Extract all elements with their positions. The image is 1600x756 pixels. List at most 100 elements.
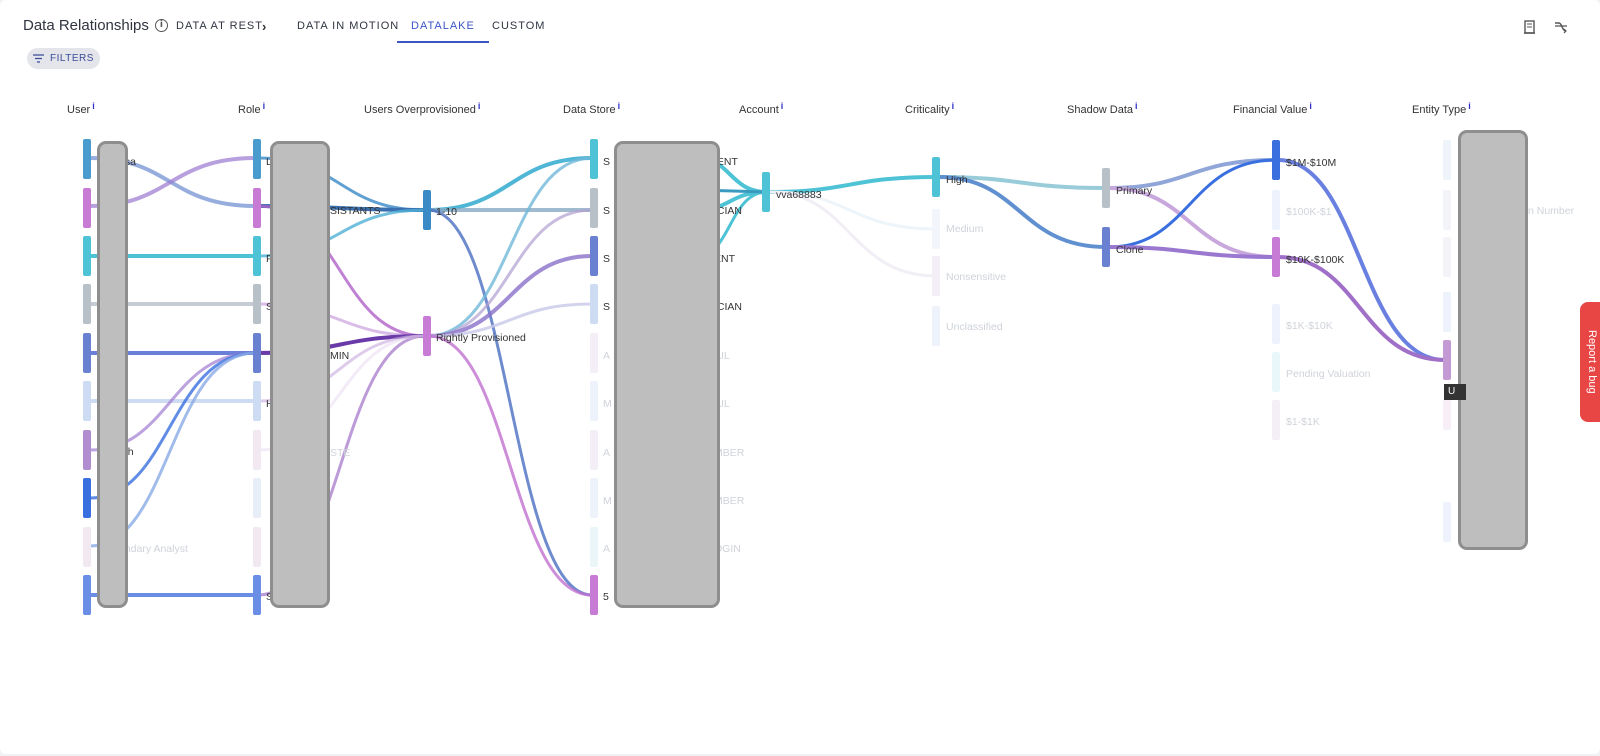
info-icon[interactable]: i: [154, 19, 168, 32]
entity-node[interactable]: [1443, 400, 1451, 430]
role-node[interactable]: [253, 284, 261, 324]
entity-node[interactable]: [1443, 502, 1451, 542]
flow-link[interactable]: [1277, 255, 1446, 362]
flow-link[interactable]: [427, 208, 593, 338]
datastore-node[interactable]: [590, 478, 598, 518]
criticality-node[interactable]: [932, 209, 940, 249]
datastore-node[interactable]: [590, 236, 598, 276]
info-icon[interactable]: i: [780, 101, 784, 111]
entity-node[interactable]: [1443, 190, 1451, 230]
overprovisioned-node[interactable]: [423, 190, 431, 230]
flow-link[interactable]: [1108, 158, 1276, 190]
report-bug-button[interactable]: [1580, 302, 1600, 422]
info-icon[interactable]: i: [262, 101, 266, 111]
chevron-right-icon[interactable]: ›: [262, 19, 267, 34]
flow-link[interactable]: [1108, 245, 1276, 259]
info-icon[interactable]: i: [92, 101, 95, 111]
tab-custom[interactable]: CUSTOM: [492, 20, 546, 32]
datastore-label: A: [603, 543, 610, 555]
flow-link[interactable]: [938, 175, 1107, 190]
financial-node[interactable]: [1272, 352, 1280, 392]
info-icon[interactable]: i: [477, 101, 481, 111]
role-node[interactable]: [253, 381, 261, 421]
flow-link[interactable]: [769, 190, 937, 278]
info-icon[interactable]: i: [1135, 101, 1138, 111]
datastore-node[interactable]: [590, 188, 598, 228]
financial-label: Pending Valuation: [1286, 368, 1371, 380]
shadow-node[interactable]: [1102, 168, 1110, 208]
user-node[interactable]: [83, 236, 91, 276]
criticality-node[interactable]: [932, 306, 940, 346]
shadow-node[interactable]: [1102, 227, 1110, 267]
financial-node[interactable]: [1272, 400, 1280, 440]
datastore-label: MBER: [714, 447, 745, 459]
tab-data-at-rest[interactable]: DATA AT REST: [176, 20, 263, 32]
flow-link[interactable]: [427, 156, 593, 338]
role-node[interactable]: [253, 333, 261, 373]
financial-node[interactable]: [1272, 140, 1280, 180]
entity-node[interactable]: [1443, 140, 1451, 180]
flow-link[interactable]: [427, 156, 593, 212]
flow-link[interactable]: [1108, 158, 1276, 249]
overprovisioned-node[interactable]: [423, 316, 431, 356]
user-node[interactable]: [83, 575, 91, 615]
datastore-label: S: [603, 205, 610, 217]
user-node[interactable]: [83, 333, 91, 373]
criticality-node[interactable]: [932, 256, 940, 296]
entity-node[interactable]: [1443, 237, 1451, 277]
flow-link[interactable]: [427, 334, 593, 597]
entity-node[interactable]: [1443, 340, 1451, 380]
datastore-node[interactable]: [590, 430, 598, 470]
datastore-node[interactable]: [590, 284, 598, 324]
info-icon[interactable]: i: [1309, 101, 1312, 111]
info-icon[interactable]: i: [1468, 101, 1471, 111]
user-node[interactable]: [83, 139, 91, 179]
user-node[interactable]: [83, 430, 91, 470]
flow-link[interactable]: [938, 175, 1107, 249]
flow-icon[interactable]: [1553, 19, 1569, 35]
user-node[interactable]: [83, 527, 91, 567]
tab-datalake[interactable]: DATALAKE: [397, 20, 489, 43]
datastore-label: MBER: [714, 495, 745, 507]
role-label: F: [266, 253, 272, 265]
account-node[interactable]: [762, 172, 770, 212]
flow-link[interactable]: [769, 175, 937, 194]
flow-link[interactable]: [1108, 186, 1276, 259]
flow-link[interactable]: [1277, 158, 1446, 362]
criticality-node[interactable]: [932, 157, 940, 197]
role-node[interactable]: [253, 430, 261, 470]
datastore-node[interactable]: [590, 575, 598, 615]
user-node[interactable]: [83, 284, 91, 324]
info-icon[interactable]: i: [617, 101, 621, 111]
flow-link[interactable]: [427, 254, 593, 338]
datastore-node[interactable]: [590, 381, 598, 421]
role-node[interactable]: [253, 575, 261, 615]
role-node[interactable]: [253, 139, 261, 179]
role-node[interactable]: [253, 236, 261, 276]
datastore-node[interactable]: [590, 139, 598, 179]
datastore-node[interactable]: [590, 527, 598, 567]
user-node[interactable]: [83, 188, 91, 228]
role-node[interactable]: [253, 478, 261, 518]
info-icon[interactable]: i: [951, 101, 955, 111]
criticality-label: High: [946, 174, 968, 186]
page-title: Data Relationships i: [23, 17, 168, 34]
financial-node[interactable]: [1272, 190, 1280, 230]
redacted-area: [270, 141, 330, 608]
financial-node[interactable]: [1272, 304, 1280, 344]
flow-nodes: [83, 139, 1451, 615]
financial-node[interactable]: [1272, 237, 1280, 277]
role-node[interactable]: [253, 527, 261, 567]
tab-data-in-motion[interactable]: DATA IN MOTION: [297, 20, 400, 32]
user-node[interactable]: [83, 381, 91, 421]
flow-link[interactable]: [427, 208, 593, 597]
user-node[interactable]: [83, 478, 91, 518]
flow-link[interactable]: [427, 302, 593, 338]
datastore-node[interactable]: [590, 333, 598, 373]
filters-button[interactable]: FILTERS: [27, 48, 100, 69]
flow-link[interactable]: [769, 190, 937, 231]
export-icon[interactable]: [1522, 19, 1538, 35]
entity-node[interactable]: [1443, 292, 1451, 332]
role-node[interactable]: [253, 188, 261, 228]
